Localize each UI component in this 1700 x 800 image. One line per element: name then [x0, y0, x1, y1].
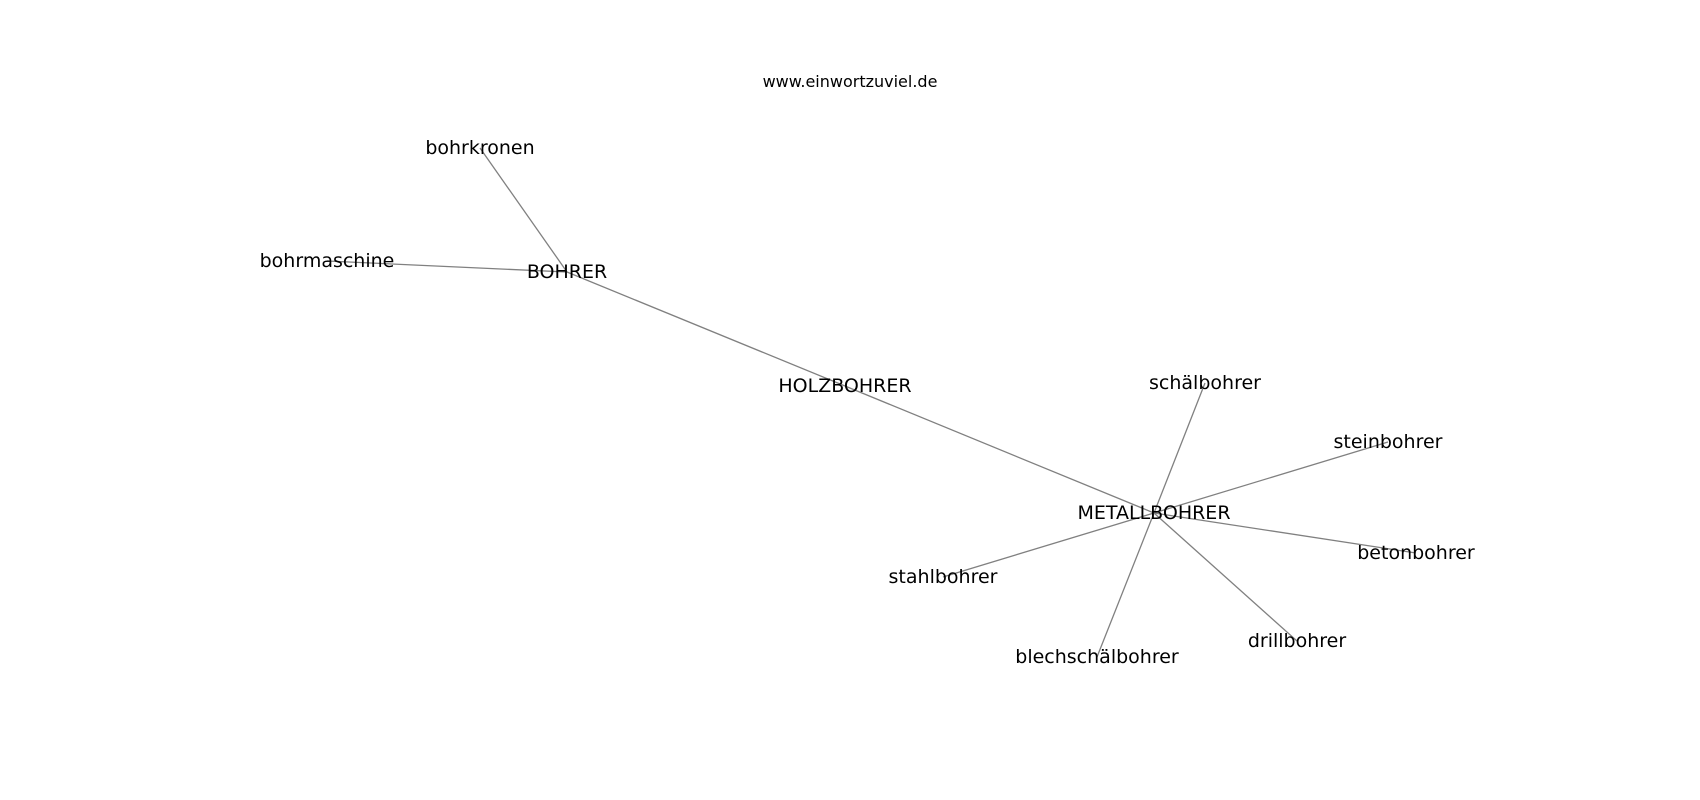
- node-label-HOLZBOHRER: HOLZBOHRER: [778, 375, 911, 397]
- node-label-schälbohrer: schälbohrer: [1149, 372, 1261, 394]
- edge-METALLBOHRER-schälbohrer: [1153, 382, 1206, 514]
- node-label-betonbohrer: betonbohrer: [1357, 542, 1475, 564]
- edge-METALLBOHRER-betonbohrer: [1153, 512, 1417, 554]
- site-label: www.einwortzuviel.de: [762, 72, 938, 91]
- node-label-bohrkronen: bohrkronen: [425, 137, 534, 159]
- node-label-METALLBOHRER: METALLBOHRER: [1077, 502, 1230, 524]
- node-label-drillbohrer: drillbohrer: [1248, 630, 1347, 652]
- node-label-blechschälbohrer: blechschälbohrer: [1015, 646, 1179, 668]
- edge-HOLZBOHRER-METALLBOHRER: [844, 385, 1155, 514]
- node-label-bohrmaschine: bohrmaschine: [260, 250, 395, 272]
- node-label-BOHRER: BOHRER: [527, 261, 607, 283]
- node-label-stahlbohrer: stahlbohrer: [889, 566, 998, 588]
- edge-METALLBOHRER-blechschälbohrer: [1096, 512, 1155, 658]
- node-label-steinbohrer: steinbohrer: [1334, 431, 1443, 453]
- edge-METALLBOHRER-steinbohrer: [1153, 441, 1389, 514]
- edge-BOHRER-HOLZBOHRER: [566, 271, 846, 387]
- edge-bohrmaschine-BOHRER: [326, 260, 568, 273]
- edge-METALLBOHRER-drillbohrer: [1153, 512, 1298, 642]
- edge-bohrkronen-BOHRER: [479, 147, 568, 273]
- edges-layer: [326, 147, 1417, 658]
- edge-METALLBOHRER-stahlbohrer: [942, 512, 1155, 578]
